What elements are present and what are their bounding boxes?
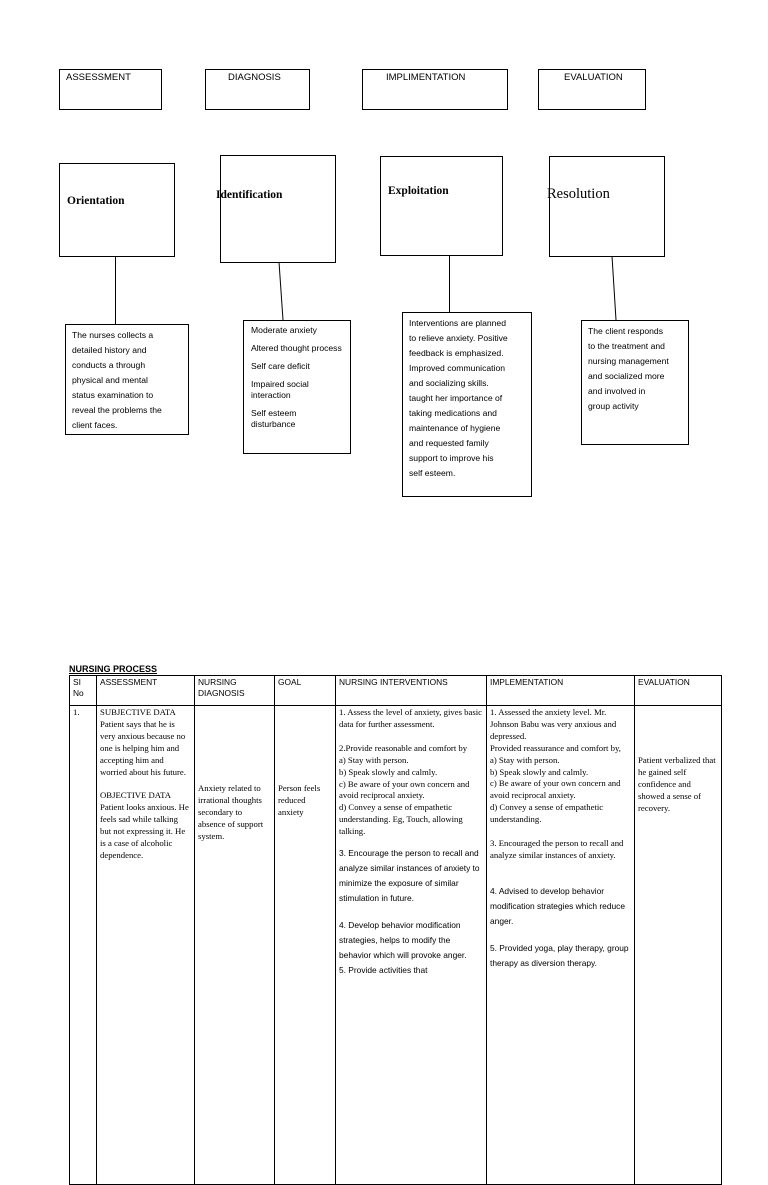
assessment-text: Patient looks anxious. He feels sad whil… (100, 802, 189, 860)
column-header-diagnosis: NURSING DIAGNOSIS (194, 675, 275, 706)
header-label: EVALUATION (564, 72, 623, 83)
implementation-text: Provided reassurance and comfort by, (490, 742, 621, 753)
assessment-text: SUBJECTIVE DATA (100, 707, 176, 717)
cell-goal: Person feels reduced anxiety (274, 705, 336, 1185)
column-header-interventions: NURSING INTERVENTIONS (335, 675, 487, 706)
intervention-text: d) Convey a sense of empathetic understa… (339, 802, 463, 837)
note-line: maintenance of hygiene (409, 423, 501, 433)
note-line: to relieve anxiety. Positive (409, 333, 508, 343)
header-box-implementation: IMPLIMENTATION (362, 69, 508, 110)
column-header-evaluation: EVALUATION (634, 675, 722, 706)
implementation-text: b) Speak slowly and calmly. (490, 766, 589, 777)
note-line: reveal the problems the (72, 405, 162, 415)
note-line: support to improve his (409, 453, 494, 463)
table-row: 1. SUBJECTIVE DATA Patient says that he … (69, 705, 722, 1185)
header-label: DIAGNOSIS (228, 72, 281, 83)
phase-box-orientation (59, 163, 175, 257)
cell-implementation: 1. Assessed the anxiety level. Mr. Johns… (486, 705, 635, 1185)
intervention-text (339, 906, 483, 918)
header-box-diagnosis: DIAGNOSIS (205, 69, 310, 110)
implementation-text: 5. Provided yoga, play therapy, group th… (490, 942, 629, 968)
header-label: ASSESSMENT (66, 72, 131, 83)
note-box-resolution: The client responds to the treatment and… (581, 320, 689, 445)
implementation-text: c) Be aware of your own concern and avoi… (490, 778, 621, 801)
nursing-process-table: SI No ASSESSMENT NURSING DIAGNOSIS GOAL … (69, 675, 722, 1185)
phase-box-identification (220, 155, 336, 263)
note-line: taught her importance of (409, 393, 503, 403)
column-header-assessment: ASSESSMENT (96, 675, 195, 706)
intervention-text: 4. Develop behavior modification strateg… (339, 920, 467, 961)
phase-identification-title: Identification (216, 189, 283, 201)
diagnosis-item: Impaired social interaction (251, 379, 309, 400)
implementation-text: a) Stay with person. (490, 754, 560, 765)
implementation-text (490, 826, 631, 838)
nursing-process-title: NURSING PROCESS (69, 664, 158, 674)
note-line: Interventions are planned (409, 318, 506, 328)
note-line: and involved in (588, 386, 646, 396)
phase-box-resolution (549, 156, 665, 257)
diagnosis-item: Self esteem disturbance (251, 408, 297, 429)
note-line: client faces. (72, 420, 118, 430)
note-line: status examination to (72, 390, 154, 400)
implementation-text (490, 929, 631, 941)
note-box-orientation: The nurses collects a detailed history a… (65, 324, 189, 435)
note-line: nursing management (588, 356, 669, 366)
implementation-text: 1. Assessed the anxiety level. Mr. Johns… (490, 707, 617, 741)
table-header-row: SI No ASSESSMENT NURSING DIAGNOSIS GOAL … (69, 675, 722, 706)
column-header-implementation: IMPLEMENTATION (486, 675, 635, 706)
column-header-goal: GOAL (274, 675, 336, 706)
note-line: to the treatment and (588, 341, 665, 351)
note-box-identification: Moderate anxiety Altered thought process… (243, 320, 351, 454)
assessment-text (100, 778, 191, 790)
note-line: The nurses collects a (72, 330, 154, 340)
connector-line-orientation (115, 257, 116, 325)
note-line: physical and mental (72, 375, 148, 385)
diagnosis-item: Altered thought process (251, 343, 342, 353)
header-box-evaluation: EVALUATION (538, 69, 646, 110)
header-box-assessment: ASSESSMENT (59, 69, 162, 110)
phase-resolution-title: Resolution (547, 186, 610, 202)
cell-si: 1. (69, 705, 97, 1185)
note-line: feedback is emphasized. (409, 348, 504, 358)
intervention-text: a) Stay with person. (339, 754, 409, 765)
implementation-text: 3. Encouraged the person to recall and a… (490, 838, 624, 860)
cell-assessment: SUBJECTIVE DATA Patient says that he is … (96, 705, 195, 1185)
phase-exploitation-title: Exploitation (388, 185, 449, 197)
header-label: IMPLIMENTATION (386, 72, 466, 83)
implementation-text: d) Convey a sense of empathetic understa… (490, 802, 604, 825)
cell-evaluation: Patient verbalized that he gained self c… (634, 705, 722, 1185)
diagnosis-item: Moderate anxiety (251, 325, 317, 335)
intervention-text (339, 731, 483, 743)
note-line: group activity (588, 401, 639, 411)
note-line: Improved communication (409, 363, 506, 373)
note-line: and socializing skills. (409, 378, 489, 388)
implementation-text: 4. Advised to develop behavior modificat… (490, 885, 625, 926)
connector-line-exploitation (449, 256, 450, 313)
note-line: and requested family (409, 438, 489, 448)
assessment-text: Patient says that he is very anxious bec… (100, 718, 186, 777)
note-line: conducts a through (72, 360, 146, 370)
assessment-text: OBJECTIVE DATA (100, 790, 171, 801)
note-box-exploitation: Interventions are planned to relieve anx… (402, 312, 532, 497)
intervention-text: b) Speak slowly and calmly. (339, 766, 438, 777)
column-header-si: SI No (69, 675, 97, 706)
cell-interventions: 1. Assess the level of anxiety, gives ba… (335, 705, 487, 1185)
connector-line-identification (278, 262, 284, 321)
note-line: taking medications and (409, 408, 497, 418)
intervention-text: 3. Encourage the person to recall and an… (339, 848, 480, 904)
intervention-text: 2.Provide reasonable and comfort by (339, 742, 468, 753)
intervention-text: c) Be aware of your own concern and avoi… (339, 778, 470, 801)
note-line: and socialized more (588, 371, 665, 381)
diagnosis-item: Self care deficit (251, 361, 310, 371)
intervention-text: 1. Assess the level of anxiety, gives ba… (339, 707, 482, 729)
note-line: detailed history and (72, 345, 147, 355)
phase-orientation-title: Orientation (67, 195, 125, 207)
note-line: The client responds (588, 326, 663, 336)
phase-box-exploitation (380, 156, 503, 256)
cell-diagnosis: Anxiety related to irrational thoughts s… (194, 705, 275, 1185)
connector-line-resolution (611, 256, 617, 321)
note-line: self esteem. (409, 468, 456, 478)
intervention-text: 5. Provide activities that (339, 965, 428, 976)
